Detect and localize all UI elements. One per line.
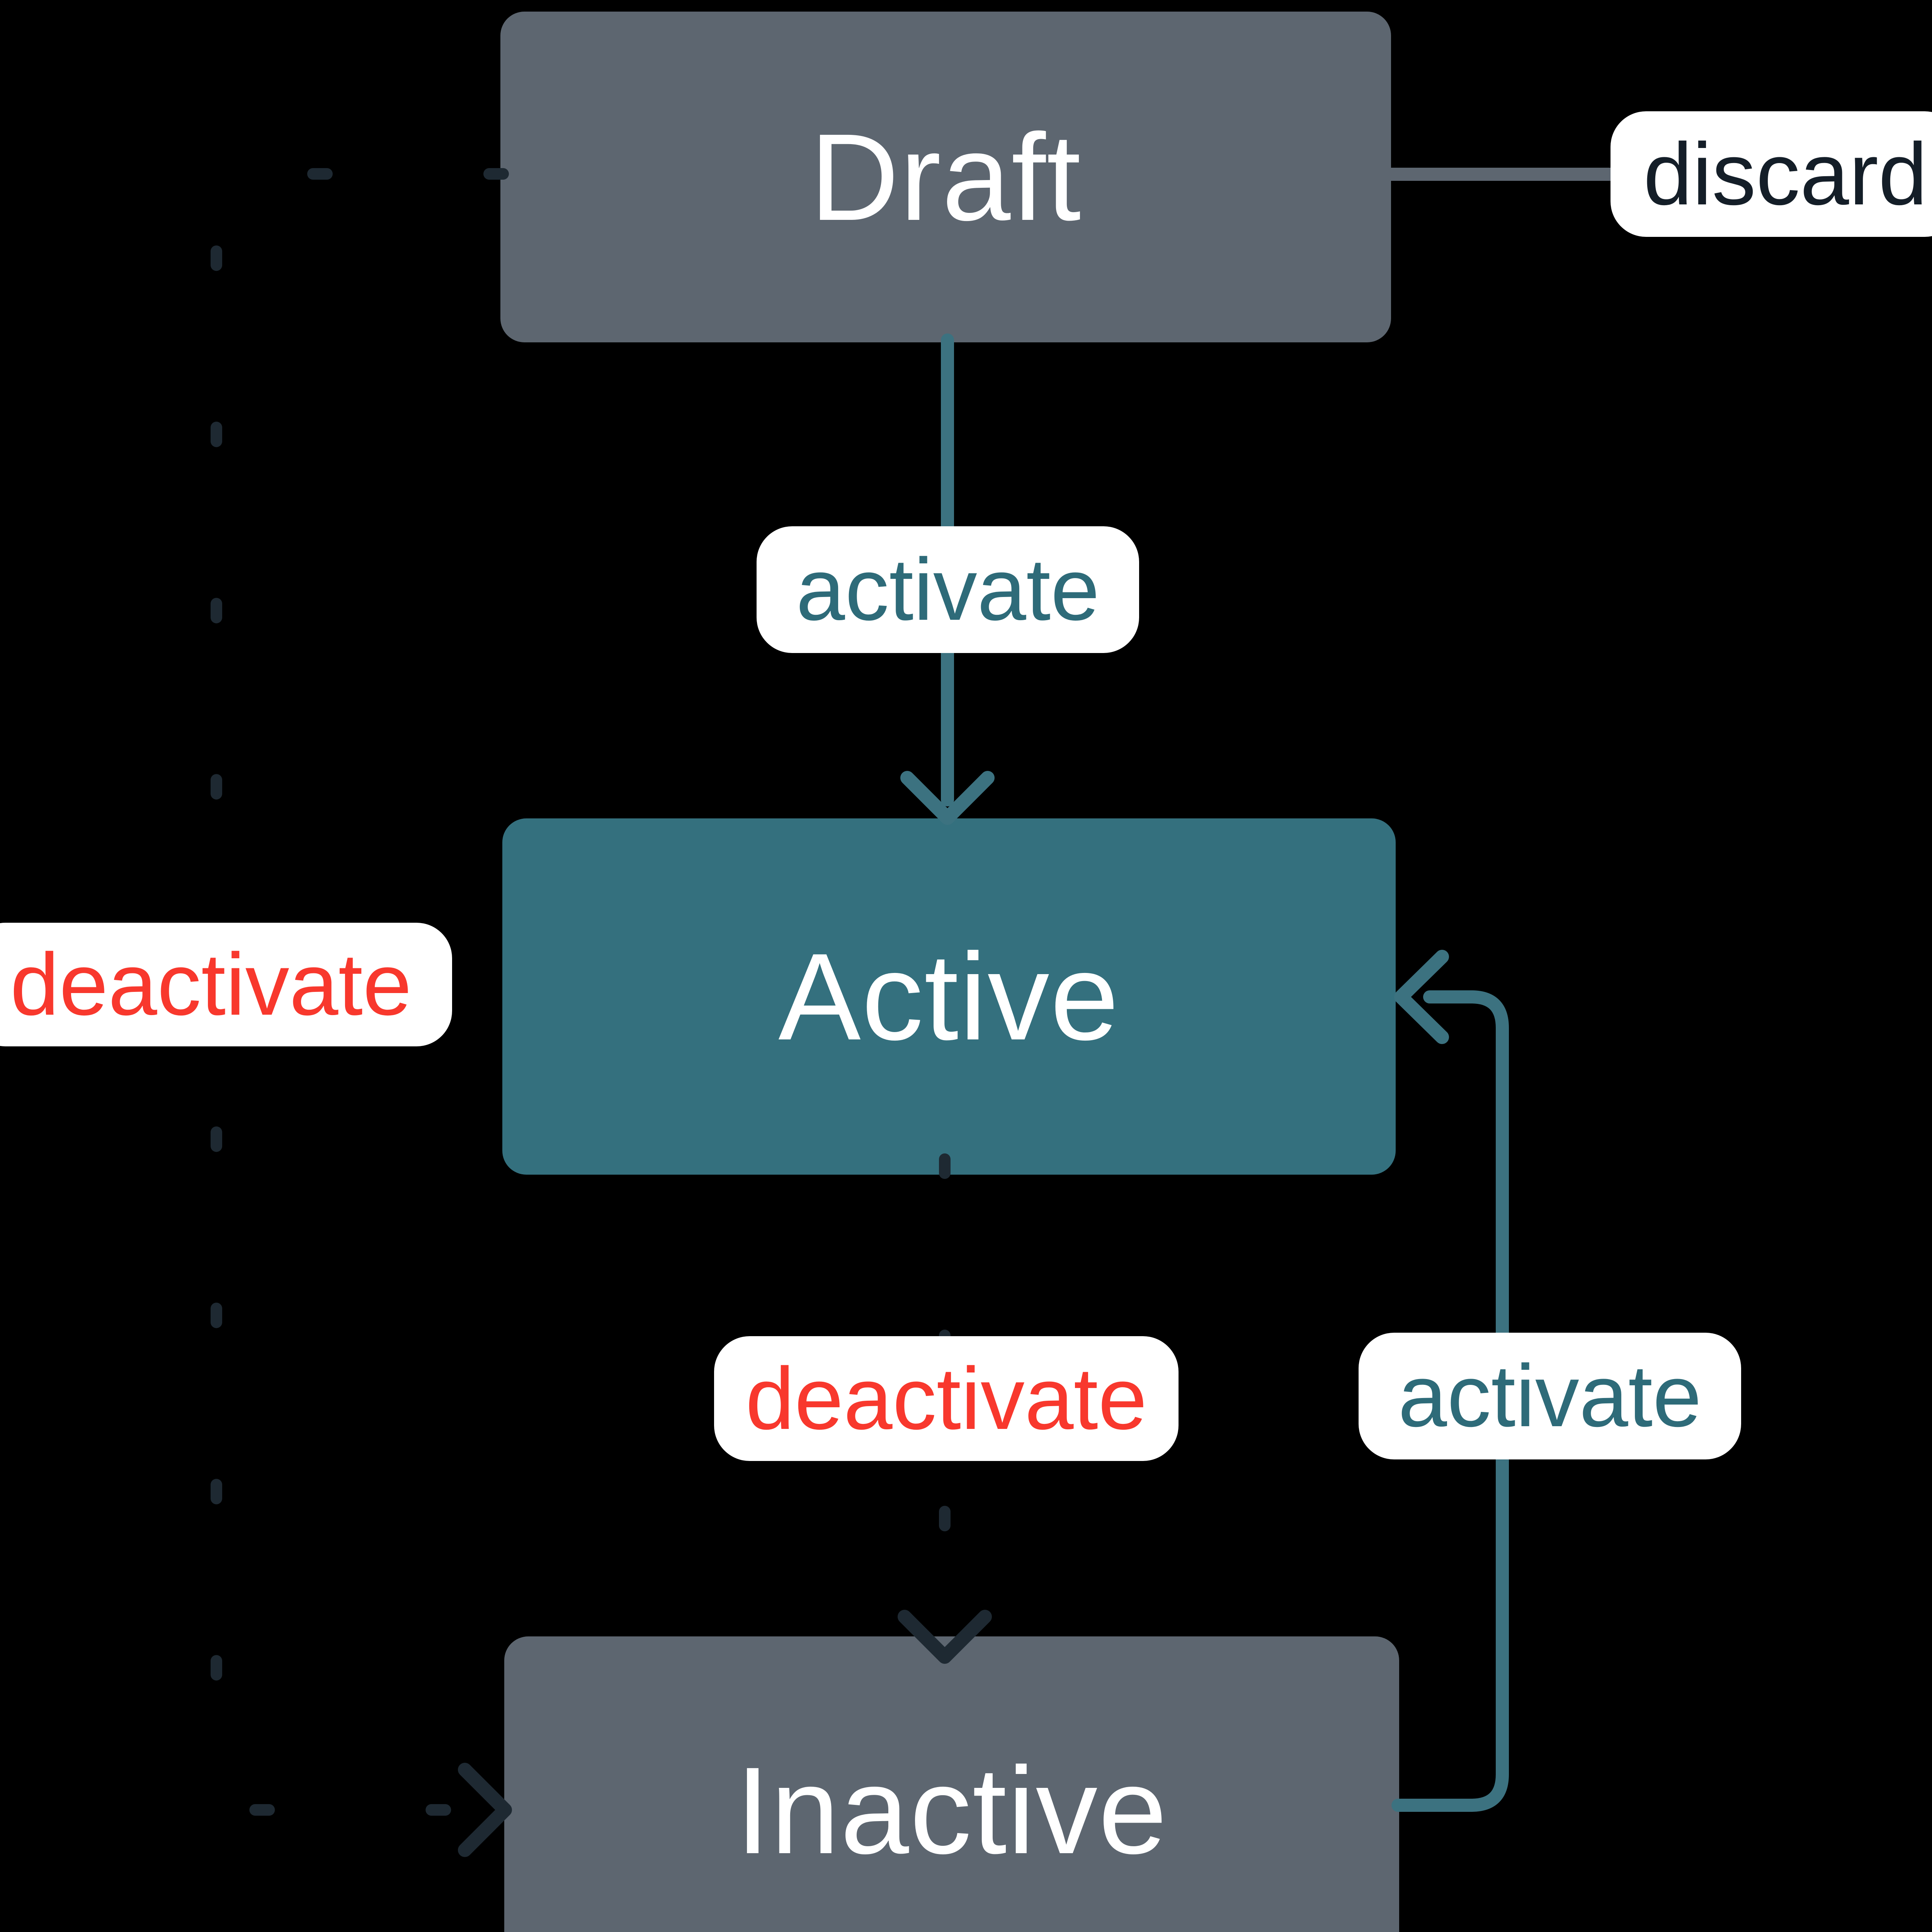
state-label-draft: Draft	[810, 108, 1082, 246]
state-label-active: Active	[778, 927, 1120, 1066]
transition-label-deactivate-middle: deactivate	[714, 1336, 1179, 1461]
state-box-draft: Draft	[500, 12, 1391, 342]
transition-label-discard: discard	[1611, 111, 1932, 237]
edge-deactivate-draft-to-inactive	[211, 168, 512, 1857]
transition-label-activate-top: activate	[757, 526, 1139, 653]
state-box-active: Active	[502, 818, 1396, 1175]
transition-label-deactivate-left: deactivate	[0, 923, 452, 1046]
edge-deactivate-active-to-inactive	[898, 1153, 992, 1664]
transition-label-activate-right: activate	[1359, 1333, 1741, 1459]
edge-activate-down-arrowhead-icon	[900, 771, 995, 825]
state-label-inactive: Inactive	[735, 1741, 1168, 1879]
edge-deactivate-left-arrowhead-icon	[458, 1763, 512, 1857]
edge-deactivate-middle-arrowhead-icon	[898, 1610, 992, 1664]
state-box-inactive: Inactive	[504, 1636, 1399, 1932]
edge-activate-return-arrowhead-icon	[1394, 950, 1449, 1044]
